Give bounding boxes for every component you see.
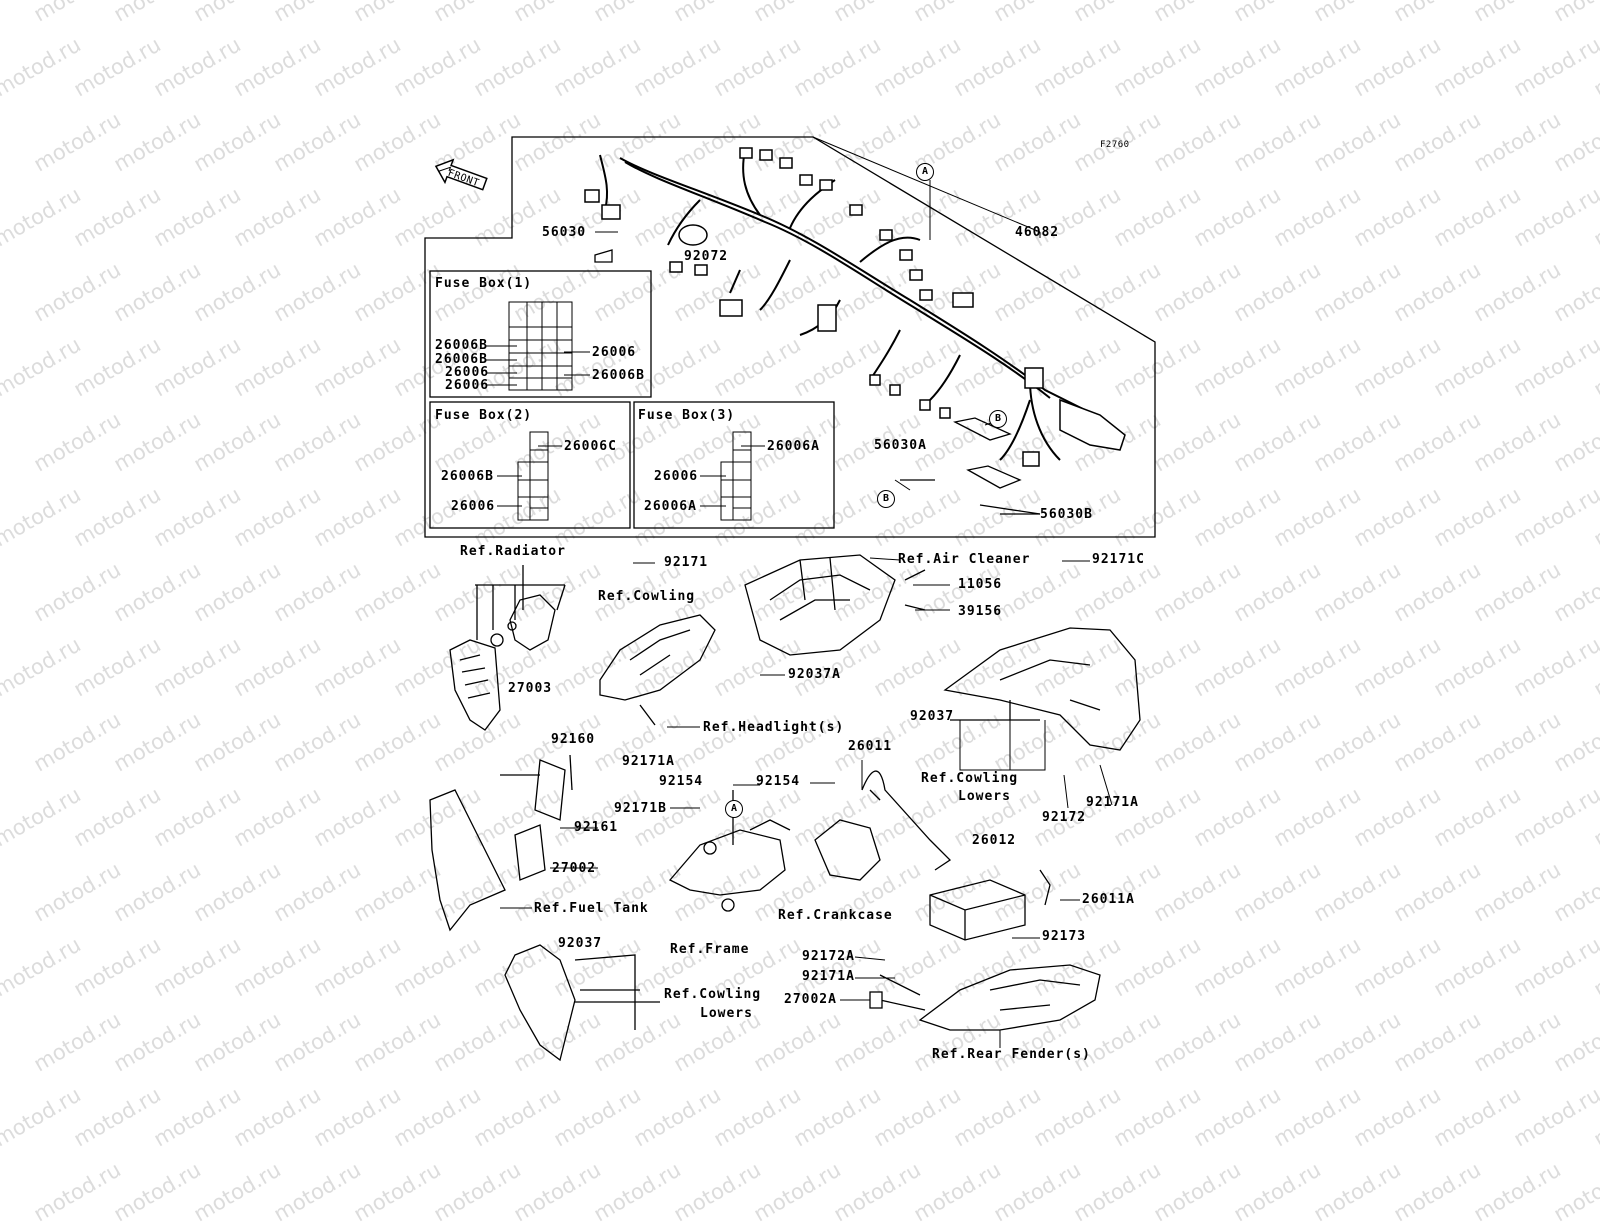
fb2-part-26006: 26006	[451, 499, 496, 514]
fb1-part-26006b-1: 26006B	[435, 338, 488, 353]
lowers-2: Lowers	[700, 1006, 753, 1021]
fuse-box-1-title: Fuse Box(1)	[435, 276, 533, 291]
fb3-part-26006a-1: 26006A	[767, 439, 820, 454]
fuse-box-1-frame	[429, 270, 652, 398]
part-92072: 92072	[684, 249, 729, 264]
air-cleaner-part	[744, 554, 926, 656]
fuse-box-3-frame	[633, 401, 835, 529]
part-92171a-1: 92171A	[622, 754, 675, 769]
callout-b-top: B	[989, 410, 1007, 428]
protector-sheets	[594, 249, 1041, 515]
lowers-1: Lowers	[958, 789, 1011, 804]
ref-frame: Ref.Frame	[670, 942, 750, 957]
misc-leaders	[500, 557, 1090, 1048]
part-56030a: 56030A	[874, 438, 927, 453]
part-92037a: 92037A	[788, 667, 841, 682]
part-92037-1: 92037	[910, 709, 955, 724]
figure-code: F2760	[1100, 140, 1130, 150]
radiator-part	[449, 565, 566, 731]
part-56030b: 56030B	[1040, 507, 1093, 522]
part-56030: 56030	[542, 225, 587, 240]
part-39156: 39156	[958, 604, 1003, 619]
fb1-part-26006b-2: 26006B	[435, 352, 488, 367]
ref-cowling-lowers-2: Ref.Cowling	[664, 987, 762, 1002]
fuse-box-3-title: Fuse Box(3)	[638, 408, 736, 423]
ref-air-cleaner: Ref.Air Cleaner	[898, 552, 1031, 567]
crankcase-part	[814, 770, 952, 881]
fuse-box-2-frame	[429, 401, 631, 529]
part-92172-1: 92172	[1042, 810, 1087, 825]
part-27002: 27002	[552, 861, 597, 876]
part-92171a-3: 92171A	[802, 969, 855, 984]
part-92037-2: 92037	[558, 936, 603, 951]
part-92154-1: 92154	[659, 774, 704, 789]
callout-a-top: A	[916, 163, 934, 181]
part-27002a: 27002A	[784, 992, 837, 1007]
fb3-part-26006a-2: 26006A	[644, 499, 697, 514]
part-92173: 92173	[1042, 929, 1087, 944]
ref-cowling-lowers-1: Ref.Cowling	[921, 771, 1019, 786]
part-92160: 92160	[551, 732, 596, 747]
ref-rear-fender: Ref.Rear Fender(s)	[932, 1047, 1091, 1062]
rear-cowl-part	[943, 627, 1141, 751]
part-26012: 26012	[972, 833, 1017, 848]
fuse-box-2-grid	[497, 431, 562, 521]
part-26011: 26011	[848, 739, 893, 754]
wiring-harness-diagram	[424, 136, 1156, 1062]
ref-headlight: Ref.Headlight(s)	[703, 720, 845, 735]
harness-frame	[424, 136, 1156, 538]
fb1-part-26006b-right: 26006B	[592, 368, 645, 383]
part-92171b: 92171B	[614, 801, 667, 816]
part-11056: 11056	[958, 577, 1003, 592]
part-26011a: 26011A	[1082, 892, 1135, 907]
harness-connectors	[584, 147, 1126, 467]
lower-cowling-part	[504, 944, 660, 1062]
battery-part	[929, 869, 1051, 941]
fb1-part-26006-1: 26006	[445, 365, 490, 380]
fb2-part-26006b: 26006B	[441, 469, 494, 484]
callout-b-bottom: B	[877, 490, 895, 508]
cowling-part	[599, 614, 716, 726]
fuse-box-2-title: Fuse Box(2)	[435, 408, 533, 423]
fuse-box-1-grid	[486, 301, 590, 391]
part-92161: 92161	[574, 820, 619, 835]
part-92154-2: 92154	[756, 774, 801, 789]
part-92171: 92171	[664, 555, 709, 570]
ref-crankcase: Ref.Crankcase	[778, 908, 893, 923]
callout-a-bottom: A	[725, 800, 743, 818]
fb1-part-26006-right: 26006	[592, 345, 637, 360]
part-46082: 46082	[1015, 225, 1060, 240]
fb3-part-26006: 26006	[654, 469, 699, 484]
ref-radiator: Ref.Radiator	[460, 544, 566, 559]
ecu-and-fuel-tank	[429, 754, 573, 932]
front-arrow-icon	[434, 158, 488, 191]
part-92171c: 92171C	[1092, 552, 1145, 567]
part-92172a: 92172A	[802, 949, 855, 964]
cowling-lowers-bracket	[959, 720, 1113, 809]
ref-cowling: Ref.Cowling	[598, 589, 696, 604]
ref-fuel-tank: Ref.Fuel Tank	[534, 901, 649, 916]
part-27003: 27003	[508, 681, 553, 696]
fuse-box-3-grid	[700, 431, 765, 521]
fb1-part-26006-2: 26006	[445, 378, 490, 393]
fb2-part-26006c: 26006C	[564, 439, 617, 454]
rear-fender-part	[869, 964, 1101, 1031]
part-92171a-2: 92171A	[1086, 795, 1139, 810]
